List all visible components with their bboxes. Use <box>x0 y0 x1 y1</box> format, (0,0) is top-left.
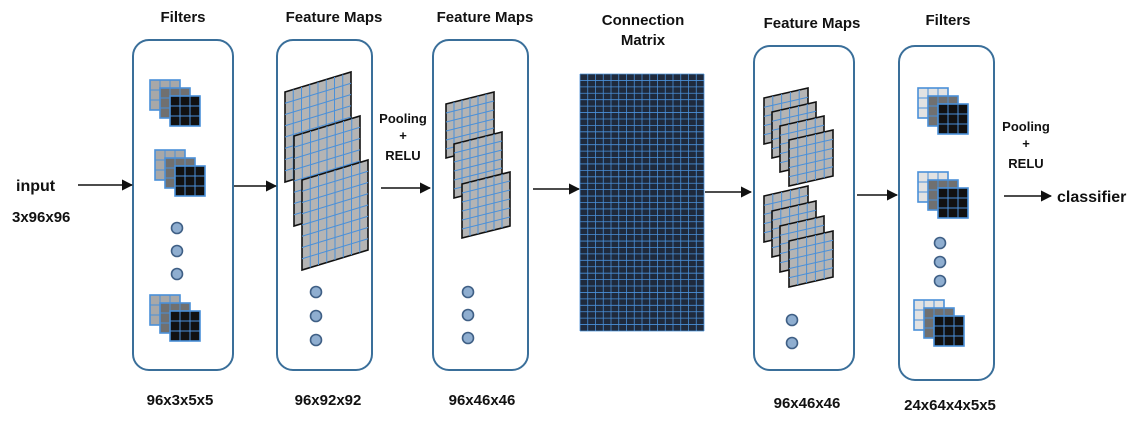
pooling-2-line2: + <box>1022 136 1030 151</box>
pooling-1-line2: + <box>399 128 407 143</box>
pooling-1-line3: RELU <box>385 148 420 163</box>
filter-stack-3 <box>149 294 201 342</box>
stage-dims-filters-1: 96x3x5x5 <box>147 392 214 409</box>
stage-box-feature-maps-2 <box>432 39 529 371</box>
stage-dims-filters-2: 24x64x4x5x5 <box>904 397 996 414</box>
feature-map-small-top-4 <box>788 128 834 188</box>
ellipsis-dot <box>933 274 947 288</box>
ellipsis-dot <box>309 285 323 299</box>
ellipsis-dot <box>170 267 184 281</box>
ellipsis-dot <box>309 309 323 323</box>
stage-box-feature-maps-1 <box>276 39 373 371</box>
stage-dims-feature-maps-3: 96x46x46 <box>774 395 841 412</box>
stage-title-feature-maps-3: Feature Maps <box>764 15 861 32</box>
stage-dims-feature-maps-2: 96x46x46 <box>449 392 516 409</box>
filter-stack-2 <box>154 149 206 197</box>
input-label: input <box>16 178 56 195</box>
input-dims: 3x96x96 <box>12 209 70 226</box>
ellipsis-dot <box>461 308 475 322</box>
classifier-label: classifier <box>1057 189 1126 206</box>
stage-dims-feature-maps-1: 96x92x92 <box>295 392 362 409</box>
filter-stack-5 <box>917 171 969 219</box>
stage-box-filters-2 <box>898 45 995 381</box>
ellipsis-dot <box>170 221 184 235</box>
feature-map-small-bottom-4 <box>788 229 834 289</box>
ellipsis-dot <box>170 244 184 258</box>
connection-matrix <box>579 73 705 332</box>
filter-stack-4 <box>917 87 969 135</box>
ellipsis-dot <box>461 331 475 345</box>
pooling-2-line1: Pooling <box>1002 119 1050 134</box>
filter-stack-1 <box>149 79 201 127</box>
pooling-2-line3: RELU <box>1008 156 1043 171</box>
pooling-1-line1: Pooling <box>379 111 427 126</box>
feature-map-large-3 <box>301 158 369 272</box>
diagram-content <box>149 70 969 350</box>
stage-title-filters-2: Filters <box>925 12 970 29</box>
ellipsis-dot <box>785 336 799 350</box>
filter-stack-6 <box>913 299 965 347</box>
ellipsis-dot <box>461 285 475 299</box>
stage-box-filters-1 <box>132 39 234 371</box>
ellipsis-dot <box>933 255 947 269</box>
ellipsis-dot <box>933 236 947 250</box>
feature-map-medium-3 <box>461 170 511 240</box>
arrows <box>78 179 1053 202</box>
ellipsis-dot <box>309 333 323 347</box>
stage-box-feature-maps-3 <box>753 45 855 371</box>
stage-title-feature-maps-1: Feature Maps <box>286 9 383 26</box>
ellipsis-dot <box>785 313 799 327</box>
stage-title-feature-maps-2: Feature Maps <box>437 9 534 26</box>
stage-title-filters-1: Filters <box>160 9 205 26</box>
